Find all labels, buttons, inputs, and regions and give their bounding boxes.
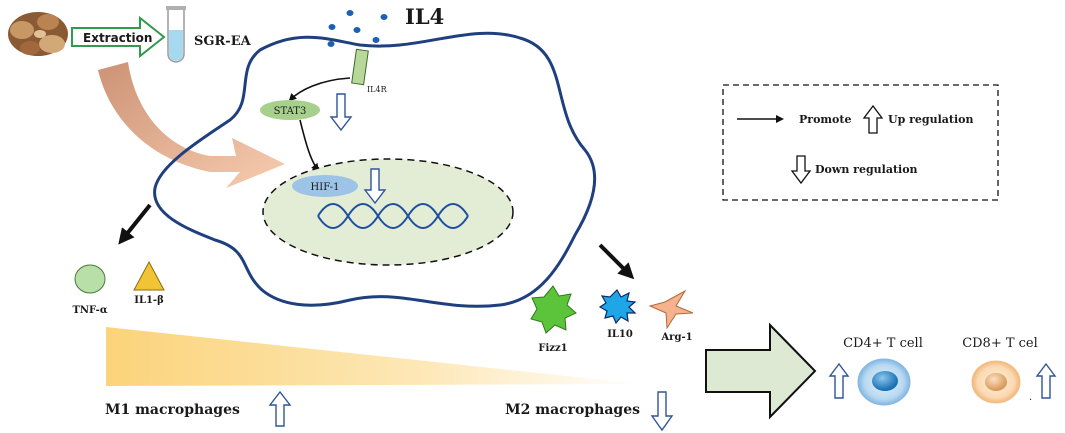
arg1-label: Arg-1 bbox=[660, 332, 692, 343]
herb-slices-icon bbox=[8, 12, 68, 56]
legend-up-arrow-icon bbox=[862, 104, 884, 134]
il1-beta-marker bbox=[133, 260, 165, 291]
hif1-label: HIF-1 bbox=[311, 182, 340, 193]
promote-arrow-il4r-stat3 bbox=[288, 77, 351, 102]
il4-title: IL4 bbox=[405, 4, 444, 29]
stat3-down-arrow bbox=[329, 93, 353, 132]
cd4-t-cell-icon bbox=[857, 358, 911, 406]
arg1-marker bbox=[648, 289, 694, 330]
m2-label: M2 macrophages bbox=[505, 402, 640, 418]
cd4-label: CD4+ T cell bbox=[843, 336, 923, 351]
cd8-trailing-mark: . bbox=[1029, 392, 1032, 403]
macrophage-membrane bbox=[153, 31, 596, 308]
m1-m2-gradient-wedge bbox=[106, 327, 642, 386]
block-arrow-to-tcells bbox=[705, 322, 817, 420]
legend-down-label: Down regulation bbox=[815, 163, 918, 176]
il1-beta-label: IL1-β bbox=[134, 295, 164, 306]
hif1-node bbox=[292, 175, 358, 197]
extraction-label: Extraction bbox=[83, 31, 152, 45]
il4r-label: IL4R bbox=[367, 85, 388, 94]
il10-label: IL10 bbox=[607, 329, 633, 340]
hif1-down-arrow bbox=[363, 168, 387, 205]
il4-dots bbox=[327, 10, 388, 47]
m1-up-arrow bbox=[268, 390, 292, 427]
treatment-curve-arrow bbox=[98, 62, 285, 188]
cd8-label: CD8+ T cel bbox=[962, 336, 1038, 351]
legend-down-arrow-icon bbox=[790, 155, 812, 185]
cd8-t-cell-icon bbox=[971, 360, 1021, 404]
m1-label: M1 macrophages bbox=[105, 402, 240, 418]
cd4-up-arrow bbox=[828, 362, 850, 399]
m2-down-arrow bbox=[650, 391, 674, 432]
legend-promote-label: Promote bbox=[799, 113, 851, 126]
nucleus bbox=[262, 158, 514, 266]
legend-up-label: Up regulation bbox=[888, 113, 974, 126]
fizz1-marker bbox=[530, 285, 577, 334]
il4r-receptor bbox=[351, 48, 369, 86]
extract-name: SGR-EA bbox=[194, 34, 252, 49]
tnf-alpha-label: TNF-α bbox=[72, 305, 107, 316]
tnf-alpha-marker bbox=[74, 264, 106, 294]
stat3-node bbox=[260, 100, 320, 120]
extraction-arrow: Extraction bbox=[71, 15, 166, 59]
test-tube-icon bbox=[166, 6, 186, 63]
dna-helix-icon bbox=[317, 203, 469, 229]
il10-marker bbox=[598, 289, 637, 325]
fizz1-label: Fizz1 bbox=[538, 343, 567, 354]
legend-box bbox=[722, 84, 999, 201]
arrow-to-m2 bbox=[598, 243, 635, 280]
promote-arrow-stat3-hif1 bbox=[299, 119, 320, 172]
stat3-label: STAT3 bbox=[274, 106, 307, 117]
cd8-up-arrow bbox=[1035, 362, 1057, 399]
arrow-to-m1 bbox=[118, 203, 152, 245]
